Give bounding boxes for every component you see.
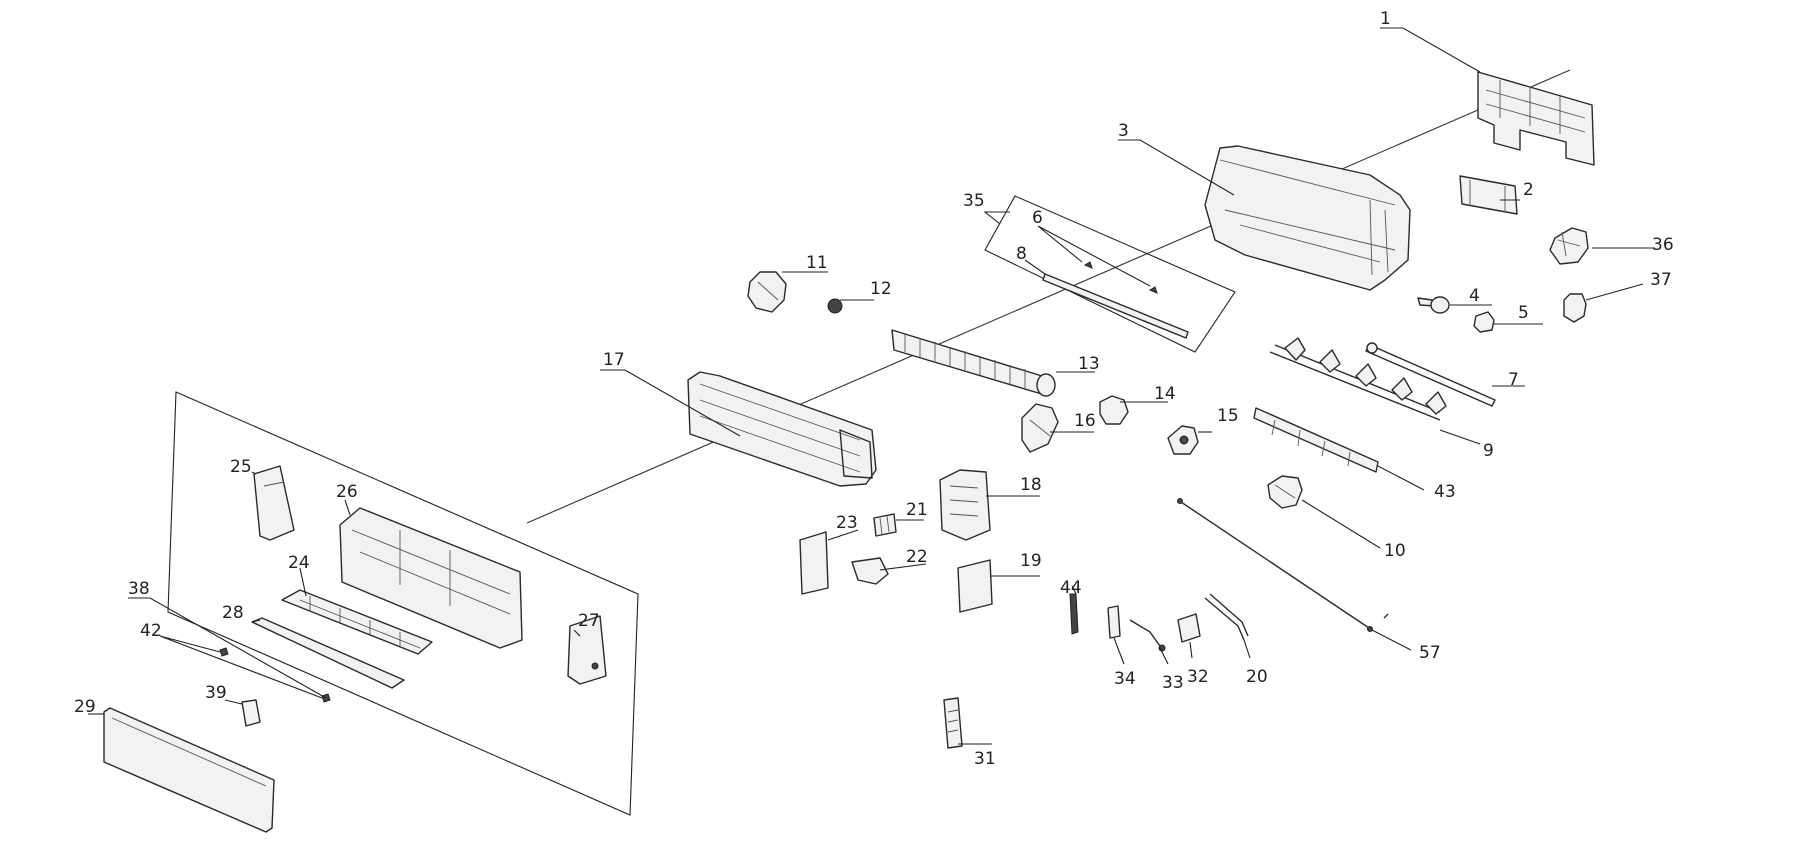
swing-motor-part <box>1267 475 1303 509</box>
label-part-39: 39 <box>205 683 227 703</box>
label-part-37: 37 <box>1650 270 1672 290</box>
label-part-12: 12 <box>870 279 892 299</box>
label-part-5: 5 <box>1518 303 1529 323</box>
air-filter-part <box>281 589 433 655</box>
label-part-32: 32 <box>1187 667 1209 687</box>
screw-part <box>219 647 331 703</box>
bearing-part <box>827 298 843 314</box>
fan-motor-part <box>1099 395 1129 425</box>
decorative-bar-part <box>251 617 405 689</box>
label-part-15: 15 <box>1217 406 1239 426</box>
bracket-part <box>1459 175 1518 215</box>
label-part-2: 2 <box>1523 180 1534 200</box>
label-part-36: 36 <box>1652 235 1674 255</box>
label-part-18: 18 <box>1020 475 1042 495</box>
lock-part <box>241 699 261 727</box>
label-part-57: 57 <box>1419 643 1441 663</box>
label-part-29: 29 <box>74 697 96 717</box>
label-part-44: 44 <box>1060 578 1082 598</box>
label-part-42: 42 <box>140 621 162 641</box>
wifi-module-part <box>1177 613 1201 643</box>
remote-controller-part <box>943 697 963 749</box>
label-part-8: 8 <box>1016 244 1027 264</box>
label-part-35: 35 <box>963 191 985 211</box>
clip-part <box>1473 311 1495 333</box>
connecting-rod-part <box>1365 342 1496 407</box>
bearing-holder-part <box>747 271 787 313</box>
label-part-9: 9 <box>1483 441 1494 461</box>
panel-frame-part <box>339 507 523 649</box>
louver-set-part <box>1269 337 1447 421</box>
label-part-21: 21 <box>906 500 928 520</box>
leader-lines <box>88 27 1655 745</box>
sensor-holder-part <box>1107 605 1121 639</box>
sensor-part <box>1069 593 1079 635</box>
assembly-axis-line <box>526 69 1571 524</box>
label-part-26: 26 <box>336 482 358 502</box>
label-part-24: 24 <box>288 553 310 573</box>
label-part-17: 17 <box>603 350 625 370</box>
label-part-20: 20 <box>1246 667 1268 687</box>
wire-clamp-part <box>851 557 889 585</box>
chassis-part <box>1204 145 1411 291</box>
front-panel-assembly-outline <box>167 391 639 816</box>
label-part-34: 34 <box>1114 669 1136 689</box>
label-part-3: 3 <box>1118 121 1129 141</box>
label-part-10: 10 <box>1384 541 1406 561</box>
label-part-11: 11 <box>806 253 828 273</box>
connecting-wire-part <box>1204 593 1249 641</box>
front-panel-part <box>103 707 275 833</box>
display-board-part <box>957 559 993 613</box>
temperature-sensor-part <box>1129 619 1166 652</box>
drain-cap-part <box>1549 227 1589 265</box>
evaporator-part <box>687 371 877 487</box>
label-part-16: 16 <box>1074 411 1096 431</box>
label-part-13: 13 <box>1078 354 1100 374</box>
label-part-19: 19 <box>1020 551 1042 571</box>
label-part-7: 7 <box>1508 370 1519 390</box>
left-side-cover-part <box>253 465 295 541</box>
electric-cover-part <box>799 531 829 595</box>
label-part-23: 23 <box>836 513 858 533</box>
label-part-28: 28 <box>222 603 244 623</box>
part-number-labels: 1 2 3 36 37 4 5 35 6 8 7 9 43 10 57 11 1… <box>74 9 1674 769</box>
label-part-14: 14 <box>1154 384 1176 404</box>
label-part-25: 25 <box>230 457 252 477</box>
label-part-38: 38 <box>128 579 150 599</box>
label-part-4: 4 <box>1469 286 1480 306</box>
mounting-plate-part <box>1477 71 1595 166</box>
control-box-part <box>939 469 991 541</box>
sensor-pipe-part <box>1177 498 1389 632</box>
label-part-6: 6 <box>1032 208 1043 228</box>
swing-holder-part <box>1253 407 1379 473</box>
label-part-22: 22 <box>906 547 928 567</box>
shaft-pin-part <box>1417 296 1450 314</box>
cross-flow-fan-part <box>891 329 1056 397</box>
label-part-33: 33 <box>1162 673 1184 693</box>
knob-part <box>1563 293 1587 323</box>
motor-clamp-part <box>1167 425 1199 455</box>
label-part-31: 31 <box>974 749 996 769</box>
label-part-27: 27 <box>578 611 600 631</box>
guide-louver-assembly <box>984 195 1236 353</box>
terminal-block-part <box>873 513 897 537</box>
motor-bracket-part <box>1021 403 1059 453</box>
label-part-43: 43 <box>1434 482 1456 502</box>
label-part-1: 1 <box>1380 9 1391 29</box>
